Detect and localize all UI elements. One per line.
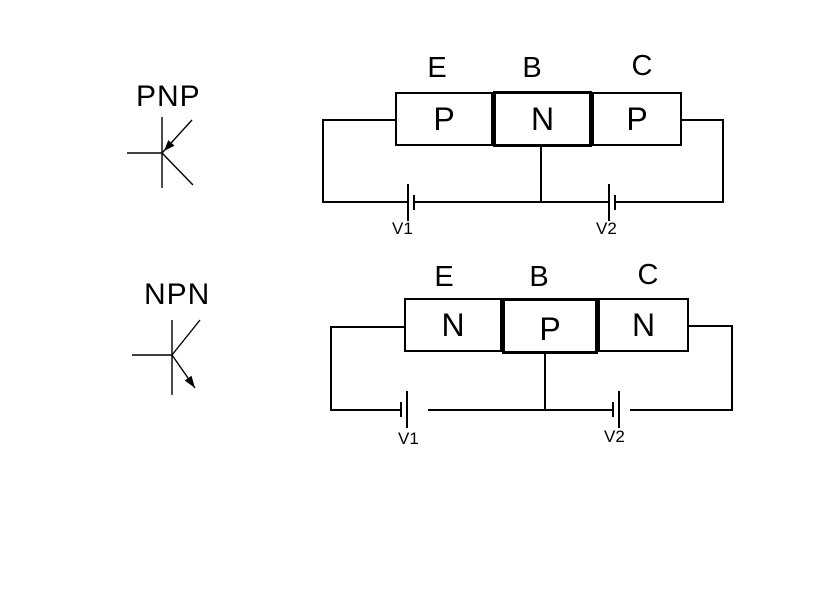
npn-region-emitter: N (404, 298, 502, 352)
pnp-terminal-label-emitter: E (427, 52, 447, 84)
pnp-battery-v1-long-plate-icon (407, 184, 409, 221)
npn-region-emitter-label: N (441, 306, 465, 343)
pnp-battery-v2-long-plate-icon (608, 184, 610, 221)
npn-transistor-symbol-icon (132, 319, 201, 395)
pnp-wire-collector-horizontal (682, 119, 724, 121)
pnp-terminal-label-collector: C (631, 50, 653, 82)
npn-wire-base-vertical (544, 352, 546, 411)
pnp-battery-v1-label: V1 (392, 219, 413, 238)
npn-battery-v2-short-plate-icon (612, 402, 614, 417)
pnp-battery-v2-label: V2 (596, 219, 617, 238)
npn-battery-v2-label: V2 (604, 427, 625, 446)
npn-region-base-label: P (539, 310, 561, 347)
pnp-region-emitter-label: P (433, 100, 455, 137)
npn-wire-emitter-horizontal (330, 326, 404, 328)
pnp-region-collector-label: P (626, 100, 648, 137)
npn-battery-v1-label: V1 (398, 429, 419, 448)
pnp-battery-v2-short-plate-icon (614, 195, 616, 210)
npn-battery-v1-long-plate-icon (406, 391, 408, 428)
pnp-title: PNP (136, 80, 201, 113)
pnp-wire-bottom-rail-middle (414, 201, 609, 203)
npn-terminal-label-collector: C (637, 259, 659, 291)
npn-terminal-label-emitter: E (434, 261, 454, 293)
npn-wire-bottom-rail-left (330, 409, 401, 411)
npn-title: NPN (144, 278, 211, 311)
pnp-region-base-label: N (530, 100, 555, 137)
npn-wire-bottom-rail-middle (428, 409, 613, 411)
npn-region-collector-label: N (631, 306, 656, 343)
pnp-region-emitter: P (395, 92, 493, 146)
pnp-wire-collector-vertical (722, 119, 724, 203)
npn-battery-v2-long-plate-icon (618, 391, 620, 428)
pnp-region-collector: P (592, 92, 682, 146)
pnp-wire-emitter-vertical (322, 119, 324, 203)
npn-wire-bottom-rail-right (630, 409, 733, 411)
npn-region-collector: N (598, 298, 689, 352)
npn-wire-collector-vertical (731, 325, 733, 411)
pnp-wire-bottom-rail-right (616, 201, 724, 203)
pnp-wire-bottom-rail-left (322, 201, 408, 203)
npn-wire-emitter-vertical (330, 326, 332, 411)
npn-wire-collector-horizontal (689, 325, 733, 327)
pnp-terminal-label-base: B (522, 52, 542, 84)
npn-region-base: P (502, 298, 598, 354)
pnp-battery-v1-short-plate-icon (413, 195, 415, 210)
pnp-region-base: N (493, 91, 592, 147)
pnp-transistor-symbol-icon (127, 117, 194, 188)
npn-terminal-label-base: B (529, 261, 549, 293)
pnp-wire-emitter-horizontal (322, 119, 395, 121)
pnp-wire-base-vertical (540, 146, 542, 203)
npn-battery-v1-short-plate-icon (400, 402, 402, 417)
